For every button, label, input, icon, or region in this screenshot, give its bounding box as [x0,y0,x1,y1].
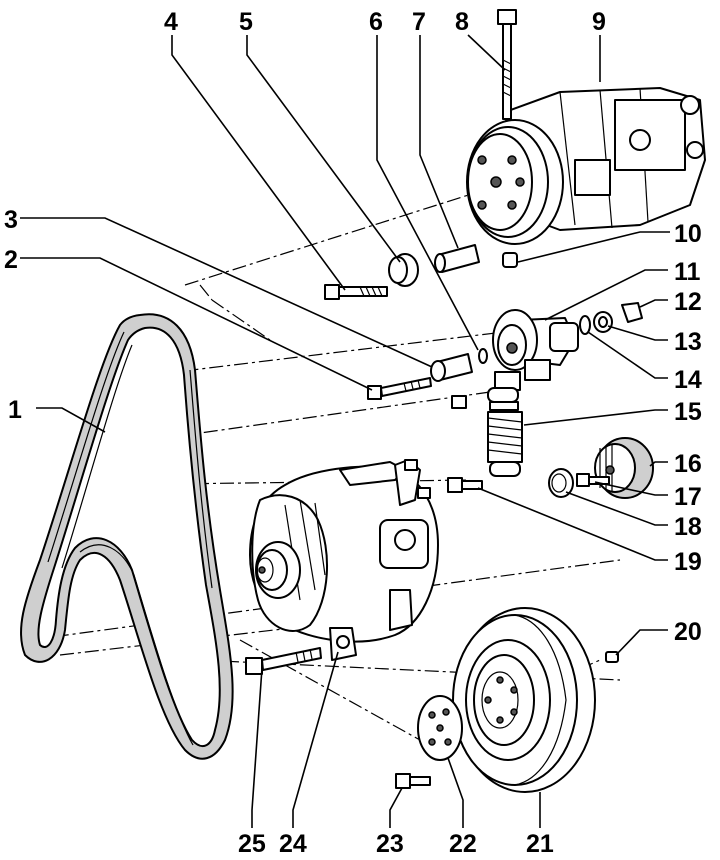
callout-18: 18 [674,513,702,541]
belt-tensioner [492,309,579,391]
alternator [249,459,439,661]
leader-lines [20,34,670,828]
crankshaft-pulley [452,607,596,793]
callout-14: 14 [674,366,702,394]
callout-10: 10 [674,220,702,248]
idler-bolt [576,473,610,487]
callout-5: 5 [239,8,253,36]
tensioner-damper [451,387,523,477]
callout-4: 4 [164,8,178,36]
callout-12: 12 [674,288,702,316]
guide-pulley [388,253,419,287]
callout-7: 7 [412,8,426,36]
spacer-sleeve [434,244,480,273]
compressor-bolt [497,9,517,120]
idler-cap [548,468,574,498]
pulley-bolt [324,284,388,300]
crank-plug [605,651,619,663]
plate-bolt [395,773,431,789]
callout-8: 8 [455,8,469,36]
callout-17: 17 [674,483,702,511]
pulley-spacer-plate [417,695,463,761]
dowel-sleeve [502,252,518,268]
tensioner-bolt [367,377,432,400]
callout-13: 13 [674,328,702,356]
ac-compressor [466,87,706,245]
o-ring [478,348,488,364]
callout-15: 15 [674,398,702,426]
callout-3: 3 [4,206,18,234]
callout-24: 24 [279,830,307,858]
tensioner-ring [579,315,591,335]
callout-1: 1 [8,396,22,424]
poly-v-belt [19,313,234,760]
callout-labels: 1 2 3 4 5 6 7 8 9 10 11 12 13 14 15 16 1… [4,8,702,858]
callout-11: 11 [674,258,701,286]
callout-16: 16 [674,450,702,478]
callout-9: 9 [592,8,606,36]
damper-bolt [447,477,483,493]
callout-19: 19 [674,548,702,576]
callout-23: 23 [376,830,404,858]
tensioner-sleeve [430,353,473,382]
tensioner-cap [621,302,643,323]
callout-22: 22 [449,830,477,858]
callout-21: 21 [526,830,554,858]
alternator-bolt [245,647,322,675]
callout-6: 6 [369,8,383,36]
callout-20: 20 [674,618,702,646]
callout-2: 2 [4,246,18,274]
callout-25: 25 [238,830,266,858]
